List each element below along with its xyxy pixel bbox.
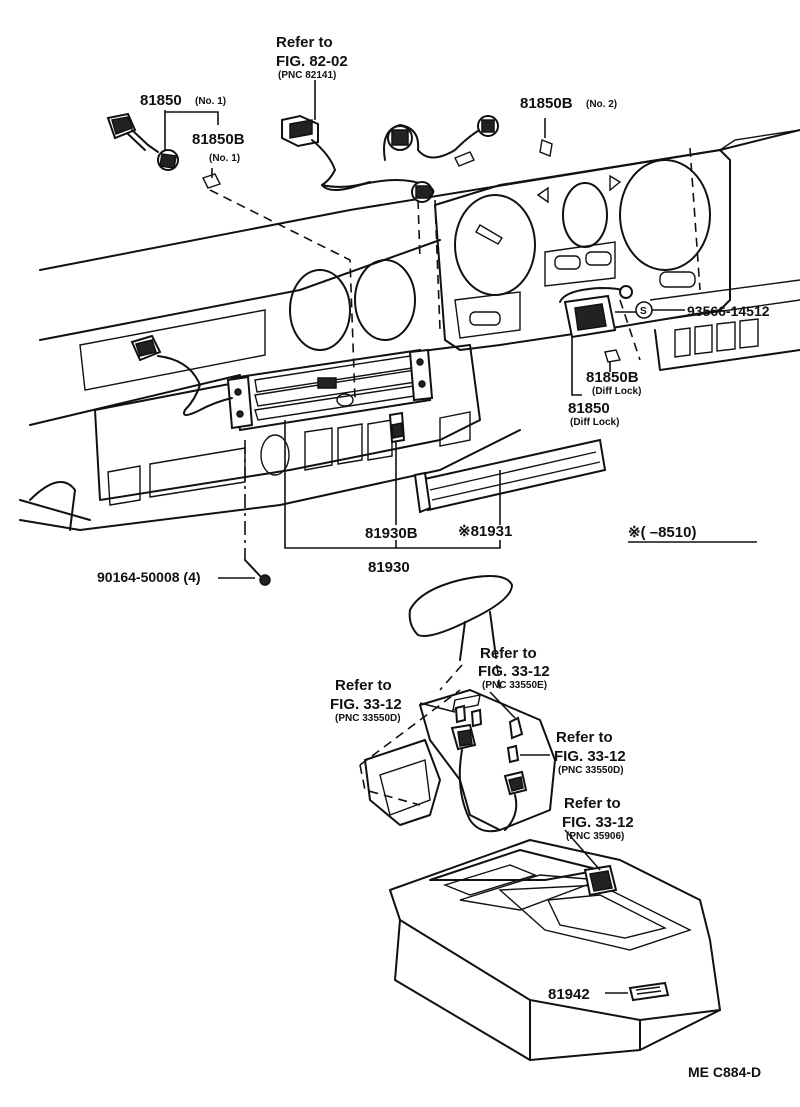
label-81931: ※81931 [458, 523, 512, 540]
refer-33550d-left-line3: (PNC 33550D) [335, 713, 401, 724]
diff-lock-switch [559, 285, 633, 363]
bulb-socket-no1 [106, 112, 356, 401]
part-labels: Refer to FIG. 82-02 (PNC 82141) 81850 (N… [97, 34, 770, 1080]
label-81850-no1-suffix: (No. 1) [195, 96, 226, 107]
refer-33550d-right-line3: (PNC 33550D) [558, 765, 624, 776]
bulb-no2 [539, 139, 553, 157]
label-81930: 81930 [368, 559, 410, 576]
center-console [359, 689, 721, 1061]
refer-33550d-left-line1: Refer to [335, 677, 392, 694]
refer-33550d-right-line1: Refer to [556, 729, 613, 746]
refer-33550e-line2: FIG. 33-12 [478, 663, 550, 680]
screw-90164 [244, 440, 271, 586]
refer-33550e-line3: (PNC 33550E) [482, 680, 547, 691]
heater-panel-connector [130, 334, 233, 416]
label-81850b-no1-suffix: (No. 1) [209, 153, 240, 164]
label-81850-no1: 81850 [140, 92, 182, 109]
refer-fig8202-line3: (PNC 82141) [278, 70, 336, 81]
label-81850b-diff-suffix: (Diff Lock) [592, 386, 641, 397]
label-81850b-no1: 81850B [192, 131, 245, 148]
note-range: ※( –8510) [628, 524, 696, 541]
label-81850b-no2: 81850B [520, 95, 573, 112]
heater-control-panel [226, 348, 434, 432]
label-81850b-diff: 81850B [586, 369, 639, 386]
refer-fig8202-line1: Refer to [276, 34, 333, 51]
refer-35906-line2: FIG. 33-12 [562, 814, 634, 831]
label-81942: 81942 [548, 986, 590, 1003]
label-81850b-no2-suffix: (No. 2) [586, 99, 617, 110]
refer-fig8202-line2: FIG. 82-02 [276, 53, 348, 70]
s-mark: S [640, 306, 647, 317]
refer-33550e-line1: Refer to [480, 645, 537, 662]
refer-33550d-left-line2: FIG. 33-12 [330, 696, 402, 713]
refer-35906-line3: (PNC 35906) [566, 831, 624, 842]
instrument-panel [19, 129, 800, 531]
refer-35906-line1: Refer to [564, 795, 621, 812]
shift-knob [408, 575, 514, 691]
illumination-parts [388, 411, 607, 514]
label-93566: 93566-14512 [687, 303, 770, 319]
refer-33550d-right-line2: FIG. 33-12 [554, 748, 626, 765]
blower-switch-harness [281, 114, 499, 331]
label-81850-diff-suffix: (Diff Lock) [570, 417, 619, 428]
leader-lines [164, 80, 757, 994]
label-90164: 90164-50008 (4) [97, 569, 201, 585]
catalog-code: ME C884-D [688, 1064, 761, 1080]
label-81850-diff: 81850 [568, 400, 610, 417]
label-81930b: 81930B [365, 525, 418, 542]
